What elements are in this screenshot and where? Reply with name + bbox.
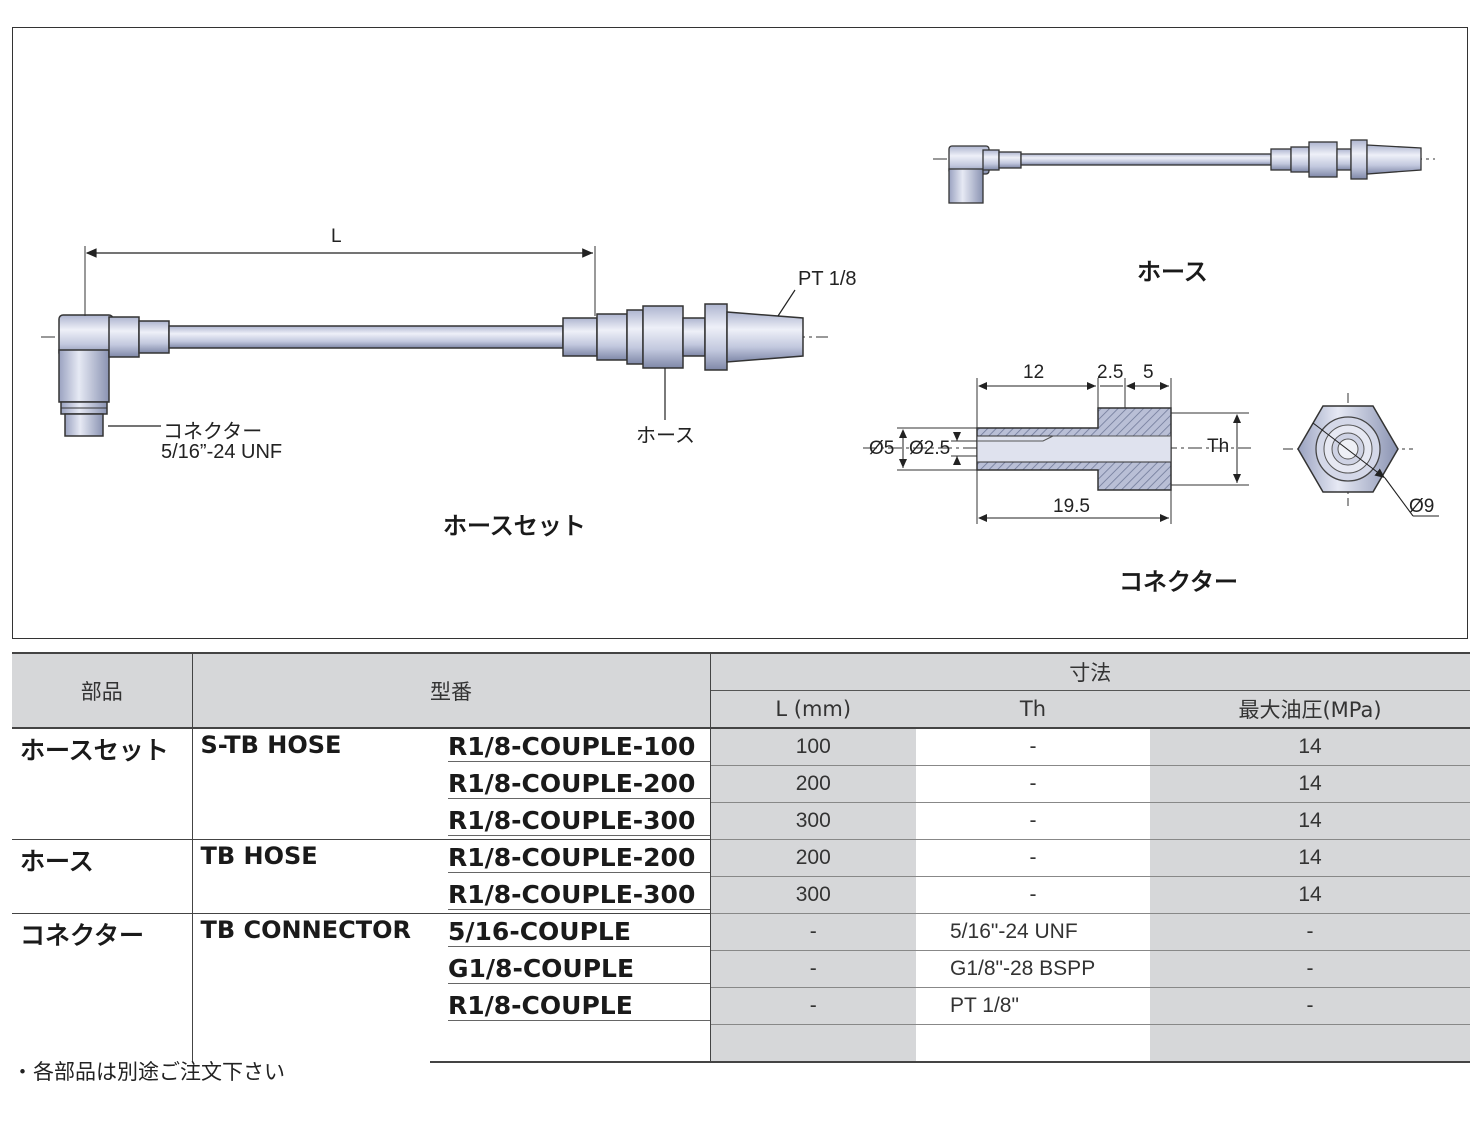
table-row: コネクター TB CONNECTOR 5/16-COUPLE - 5/16"-2…: [12, 913, 1471, 1062]
dim-19-5-label: 19.5: [1053, 496, 1090, 517]
thread-value: G1/8"-28 BSPP: [916, 950, 1150, 988]
hose-set-caption: ホースセット: [443, 512, 586, 540]
footnote: ・各部品は別途ご注文下さい: [12, 1060, 285, 1084]
pressure-value: 14: [1150, 765, 1471, 803]
thread-value: -: [916, 765, 1150, 803]
table-row: R1/8-COUPLE-300 300 - 14: [12, 876, 1471, 914]
header-thread: Th: [916, 690, 1150, 728]
hose-set-drawing: [41, 246, 828, 437]
length-value: -: [710, 987, 916, 1025]
model-number: R1/8-COUPLE-200: [448, 843, 710, 874]
connector-caption: コネクター: [1119, 568, 1239, 596]
thread-value: 5/16"-24 UNF: [916, 913, 1150, 951]
header-part: 部品: [12, 652, 193, 728]
thread-value: PT 1/8": [916, 987, 1150, 1025]
part-name: ホース: [12, 839, 193, 914]
series-name: TB CONNECTOR: [192, 913, 430, 1062]
table-row: G1/8-COUPLE - G1/8"-28 BSPP -: [12, 950, 1471, 988]
table-row-empty: [12, 1024, 1471, 1063]
dim-L-label: L: [331, 226, 342, 247]
header-model: 型番: [192, 652, 711, 728]
series-name: S-TB HOSE: [192, 727, 430, 840]
connector-callout-label: コネクター: [163, 421, 263, 443]
pressure-value: -: [1150, 987, 1471, 1025]
dim-dia2-5-label: Ø2.5: [909, 438, 951, 459]
diagram-panel: L PT 1/8 ホース コネクター 5/16”-24 UNF ホースセット ホ…: [12, 27, 1468, 639]
model-number: R1/8-COUPLE-300: [448, 880, 710, 910]
connector-section-drawing: [863, 378, 1251, 524]
table-row: ホース TB HOSE R1/8-COUPLE-200 200 - 14: [12, 839, 1471, 914]
length-value: 200: [710, 765, 916, 803]
model-number: R1/8-COUPLE-200: [448, 769, 710, 799]
thread-value: -: [916, 876, 1150, 914]
dim-5-label: 5: [1143, 362, 1154, 383]
subheader-row: L (mm) Th 最大油圧(MPa): [12, 690, 1471, 728]
header-row: 部品 型番 寸法: [12, 652, 1471, 728]
thread-pt18-label: PT 1/8: [798, 268, 857, 290]
drawings-svg: [41, 139, 1439, 524]
dim-12-label: 12: [1023, 362, 1045, 383]
dim-dia5-label: Ø5: [869, 438, 895, 459]
table-row: R1/8-COUPLE-300 300 - 14: [12, 802, 1471, 840]
model-number: G1/8-COUPLE: [448, 954, 710, 984]
length-value: 200: [710, 839, 916, 877]
connector-hex-drawing: [1283, 393, 1439, 517]
table-row: R1/8-COUPLE-200 200 - 14: [12, 765, 1471, 803]
pressure-value: 14: [1150, 876, 1471, 914]
length-value: 100: [710, 727, 916, 766]
length-value: -: [710, 950, 916, 988]
length-value: 300: [710, 876, 916, 914]
model-number: R1/8-COUPLE-100: [448, 732, 710, 763]
dim-2-5-label: 2.5: [1097, 362, 1124, 383]
series-name: TB HOSE: [192, 839, 430, 914]
length-value: -: [710, 913, 916, 951]
part-name: ホースセット: [12, 727, 193, 840]
pressure-value: -: [1150, 913, 1471, 951]
header-pressure: 最大油圧(MPa): [1150, 690, 1471, 728]
pressure-value: 14: [1150, 802, 1471, 840]
header-dims: 寸法: [710, 652, 1471, 691]
model-number: R1/8-COUPLE: [448, 991, 710, 1021]
hose-drawing: [933, 139, 1435, 204]
pressure-value: -: [1150, 950, 1471, 988]
hose-callout-label: ホース: [636, 425, 695, 447]
dim-th-label: Th: [1207, 436, 1230, 457]
pressure-value: 14: [1150, 839, 1471, 877]
pressure-value: 14: [1150, 727, 1471, 766]
hose-caption: ホース: [1137, 258, 1208, 286]
thread-value: -: [916, 839, 1150, 877]
connector-thread-label: 5/16”-24 UNF: [161, 441, 283, 463]
dim-dia9-label: Ø9: [1409, 496, 1435, 517]
table-row: ホースセット S-TB HOSE R1/8-COUPLE-100 100 - 1…: [12, 727, 1471, 840]
thread-value: -: [916, 802, 1150, 840]
model-number: R1/8-COUPLE-300: [448, 806, 710, 836]
length-value: 300: [710, 802, 916, 840]
part-name: コネクター: [12, 913, 193, 1062]
spec-table: 部品 型番 寸法 L (mm) Th 最大油圧(MPa) ホースセット S-TB…: [12, 652, 1471, 1063]
thread-value: -: [916, 727, 1150, 766]
model-number: 5/16-COUPLE: [448, 917, 710, 948]
header-length: L (mm): [710, 690, 916, 728]
table-row: R1/8-COUPLE - PT 1/8" -: [12, 987, 1471, 1025]
